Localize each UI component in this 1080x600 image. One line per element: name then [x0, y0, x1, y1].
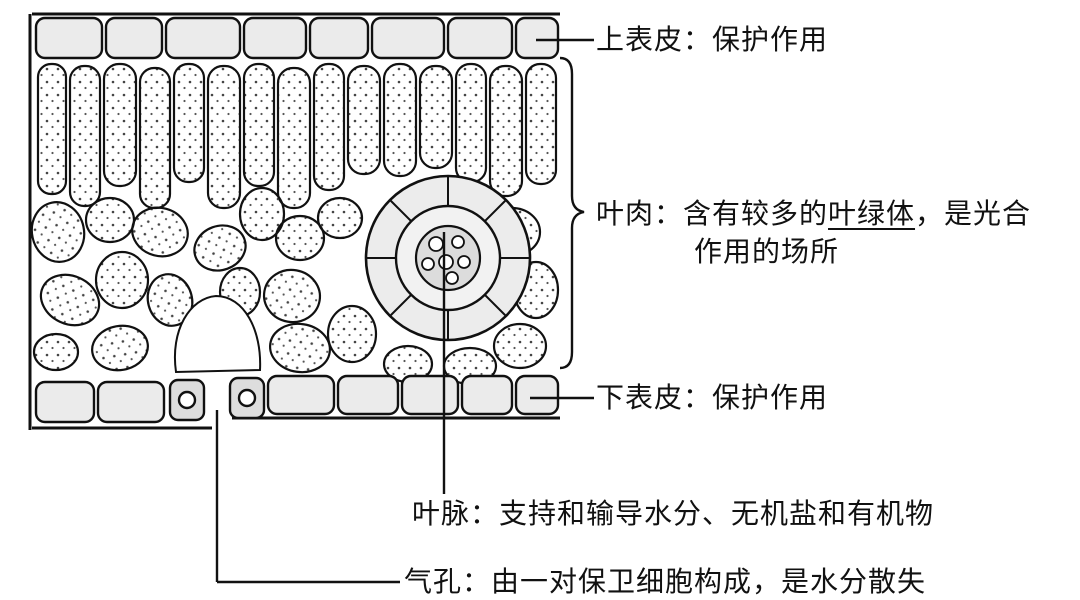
leader-lines: [215, 38, 594, 584]
vein-label: 叶脉：支持和输导水分、无机盐和有机物: [412, 497, 935, 530]
upper-epidermis-label: 上表皮：保护作用: [596, 23, 829, 56]
spongy-cells: [30, 186, 560, 386]
mesophyll-label-suffix: ，是光合: [915, 197, 1032, 230]
vein-bundle: [364, 174, 532, 342]
tissue-outline: [28, 12, 560, 430]
palisade-cells: [36, 62, 558, 210]
mesophyll-brace: [559, 56, 585, 370]
mesophyll-label-prefix: 叶肉：含有较多的: [596, 197, 829, 230]
lower-epidermis-label: 下表皮：保护作用: [596, 381, 829, 414]
air-space: [173, 294, 262, 374]
mesophyll-label: 叶肉：含有较多的叶绿体，是光合: [596, 198, 1031, 230]
guard-cells: [168, 376, 266, 422]
mesophyll-label-line2: 作用的场所: [694, 235, 840, 268]
stoma-label: 气孔：由一对保卫细胞构成，是水分散失: [404, 565, 927, 598]
upper-epidermis-cells: [34, 16, 560, 60]
lower-epidermis-cells: [34, 374, 560, 424]
mesophyll-label-chloroplast: 叶绿体: [828, 197, 916, 230]
